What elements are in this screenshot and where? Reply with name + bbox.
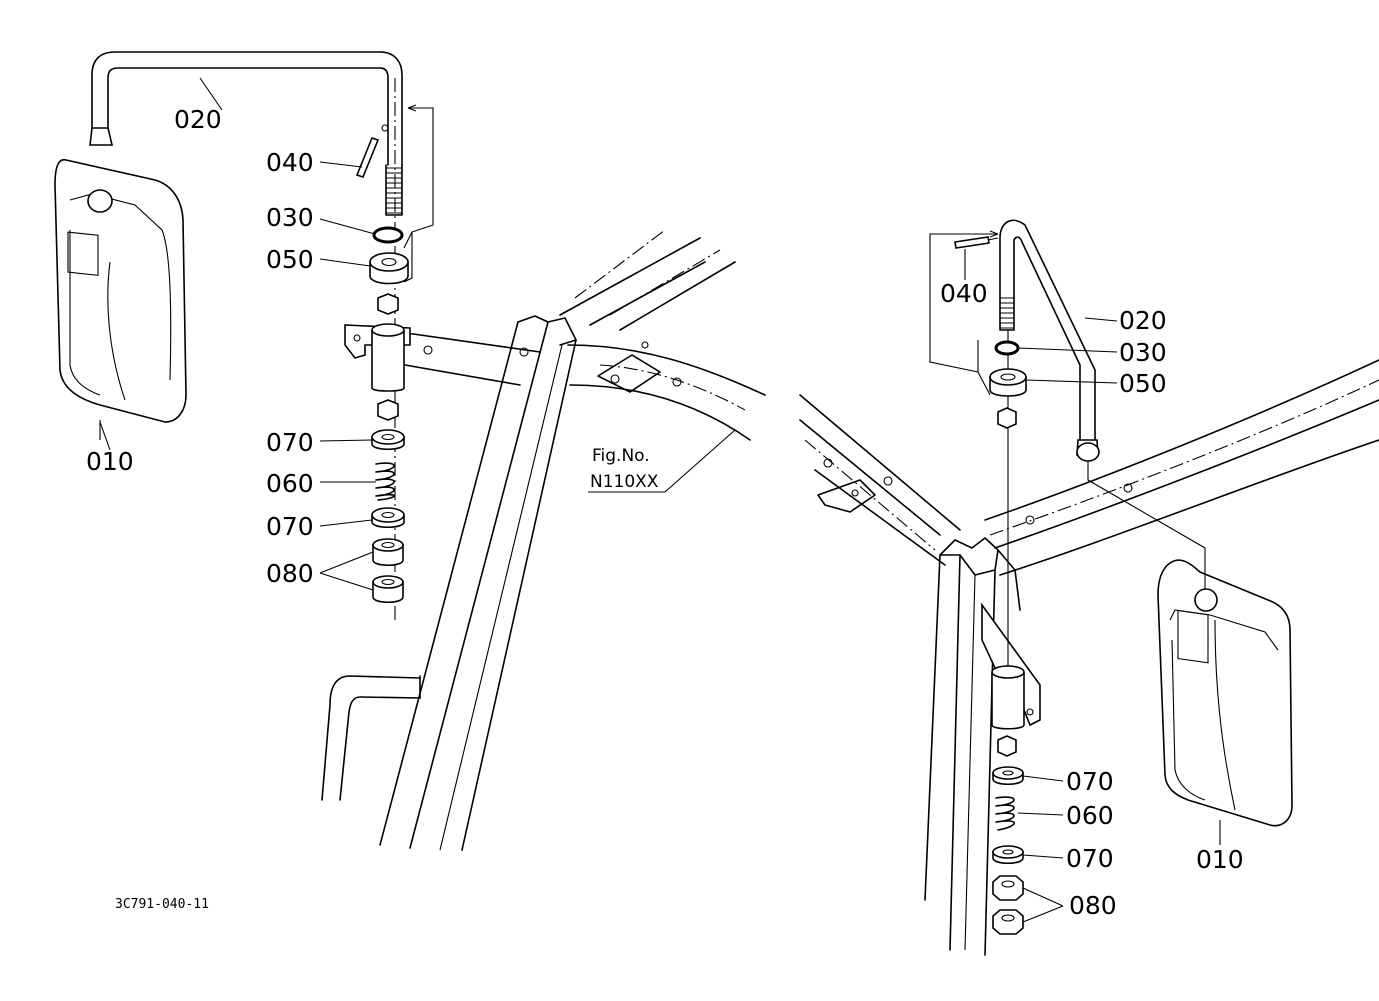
right-label-washer-top: 070 (1066, 767, 1114, 796)
right-o-ring (994, 340, 1020, 356)
left-pin (355, 137, 380, 178)
right-nut-lower (992, 909, 1024, 935)
left-spring (375, 462, 396, 501)
fig-ref-label: Fig.No. (592, 446, 650, 466)
right-bushing (989, 368, 1027, 397)
left-cab-frame (321, 229, 766, 851)
left-nut-lower (372, 575, 404, 604)
right-pin (954, 236, 999, 249)
left-leaders (99, 77, 376, 591)
left-o-ring (372, 226, 404, 244)
left-washer-bottom (371, 507, 405, 529)
right-label-o-ring: 030 (1119, 338, 1167, 367)
right-label-bushing: 050 (1119, 369, 1167, 398)
left-label-mirror: 010 (86, 447, 134, 476)
left-label-stay: 020 (174, 105, 222, 134)
left-mirror (54, 127, 187, 440)
left-label-bushing: 050 (266, 245, 314, 274)
left-label-pin: 040 (266, 148, 314, 177)
left-nut-upper (372, 538, 404, 567)
right-assembly-bracket (929, 233, 998, 396)
right-spring (995, 796, 1016, 831)
right-label-spring: 060 (1066, 801, 1114, 830)
left-label-spring: 060 (266, 469, 314, 498)
figure-reference: Fig.No. N110XX (588, 429, 736, 493)
left-collar-top (377, 293, 399, 315)
left-mirror-stay (91, 51, 403, 620)
right-nut-upper (992, 875, 1024, 901)
right-collar-top (997, 407, 1017, 429)
left-label-o-ring: 030 (266, 203, 314, 232)
left-label-washer-bottom: 070 (266, 512, 314, 541)
left-collar-bottom (377, 399, 399, 421)
left-assembly-bracket (408, 107, 434, 233)
right-collar-bottom (997, 735, 1017, 757)
left-label-washer-top: 070 (266, 428, 314, 457)
left-washer-top (371, 429, 405, 451)
right-label-stay: 020 (1119, 306, 1167, 335)
right-washer-top (992, 766, 1024, 786)
right-label-pin: 040 (940, 279, 988, 308)
right-label-mirror: 010 (1196, 845, 1244, 874)
right-pivot-tube (991, 665, 1025, 730)
drawing-code: 3C791-040-11 (115, 897, 209, 912)
right-washer-bottom (992, 845, 1024, 865)
right-label-washer-bottom: 070 (1066, 844, 1114, 873)
right-label-nut: 080 (1069, 891, 1117, 920)
right-mirror (1157, 559, 1293, 845)
right-mirror-stay (999, 219, 1206, 690)
fig-ref-number: N110XX (590, 472, 659, 492)
left-bracket (344, 323, 411, 392)
left-label-nut: 080 (266, 559, 314, 588)
left-bushing (369, 252, 409, 285)
right-leaders (964, 249, 1118, 923)
right-cab-frame (799, 359, 1379, 956)
left-assembly-arrow (407, 104, 417, 112)
